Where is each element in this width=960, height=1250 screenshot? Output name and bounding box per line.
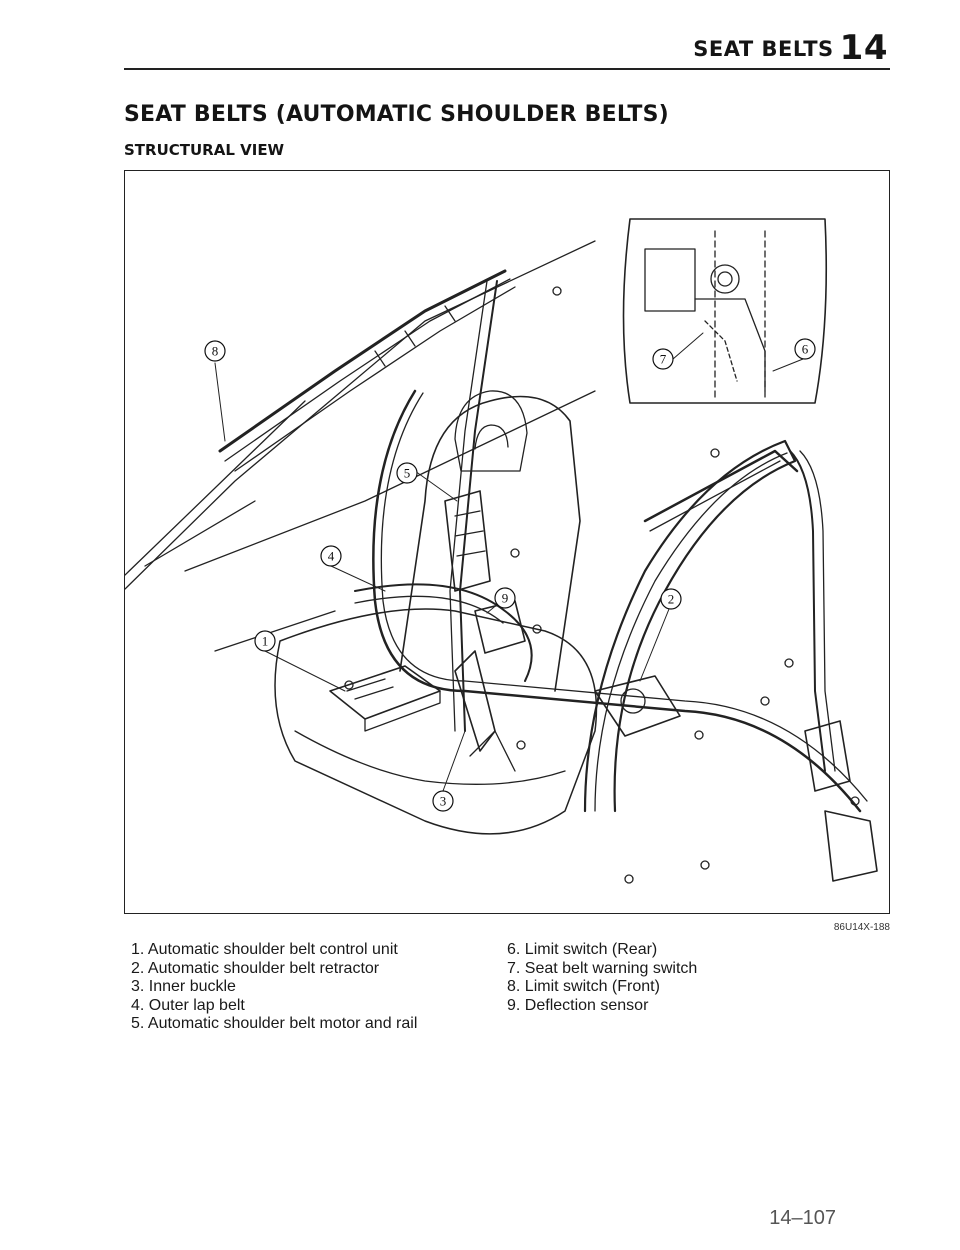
legend-item-1: 1. Automatic shoulder belt control unit bbox=[131, 941, 398, 958]
legend-item-6: 6. Limit switch (Rear) bbox=[507, 941, 658, 958]
rear-door-frame bbox=[583, 439, 797, 813]
lap-belt bbox=[354, 583, 533, 682]
callout-9: 9 bbox=[494, 587, 516, 609]
motor-housing bbox=[444, 490, 491, 592]
inset-detail-border bbox=[622, 218, 828, 404]
figure-code: 86U14X-188 bbox=[833, 922, 890, 933]
seat-belt-illustration: 8 1 2 3 4 5 6 7 bbox=[125, 218, 878, 884]
section-title: SEAT BELTS (AUTOMATIC SHOULDER BELTS) bbox=[124, 102, 669, 127]
callout-8: 8 bbox=[204, 340, 226, 362]
inner-buckle bbox=[454, 650, 496, 752]
rear-rail bbox=[643, 449, 799, 523]
callout-label-6: 6 bbox=[802, 342, 809, 357]
callout-label-1: 1 bbox=[262, 634, 269, 649]
header-section: SEAT BELTS bbox=[693, 37, 834, 61]
legend-item-7: 7. Seat belt warning switch bbox=[507, 959, 698, 977]
legend-right-column: 6. Limit switch (Rear) 7. Seat belt warn… bbox=[507, 941, 697, 1015]
legend-item-9: 9. Deflection sensor bbox=[507, 996, 649, 1014]
header-rule bbox=[124, 68, 890, 70]
callout-label-3: 3 bbox=[440, 794, 447, 809]
legend-item-8: 8. Limit switch (Front) bbox=[507, 978, 660, 995]
control-unit bbox=[329, 665, 441, 720]
callout-2: 2 bbox=[660, 588, 682, 610]
headrest bbox=[454, 390, 528, 472]
callout-3: 3 bbox=[432, 790, 454, 812]
windshield-line bbox=[125, 400, 306, 576]
b-pillar bbox=[459, 280, 498, 732]
front-rail bbox=[218, 269, 507, 453]
callout-4: 4 bbox=[320, 545, 342, 567]
callout-label-7: 7 bbox=[660, 352, 667, 367]
callout-label-4: 4 bbox=[328, 549, 335, 564]
legend-item-5: 5. Automatic shoulder belt motor and rai… bbox=[131, 1015, 418, 1032]
legend-item-3: 3. Inner buckle bbox=[131, 978, 236, 995]
callout-7: 7 bbox=[652, 348, 674, 370]
callout-5: 5 bbox=[396, 462, 418, 484]
subsection-title: STRUCTURAL VIEW bbox=[124, 141, 285, 159]
structural-view-figure: 8 1 2 3 4 5 6 7 bbox=[124, 170, 890, 914]
header-chapter-number: 14 bbox=[839, 28, 888, 68]
legend-left-column: 1. Automatic shoulder belt control unit … bbox=[131, 941, 417, 1034]
callout-label-8: 8 bbox=[212, 344, 219, 359]
deflection-sensor bbox=[474, 600, 526, 654]
page-number: 14–107 bbox=[769, 1207, 836, 1229]
shoulder-belt bbox=[372, 389, 862, 813]
callout-label-9: 9 bbox=[502, 591, 509, 606]
legend-item-2: 2. Automatic shoulder belt retractor bbox=[131, 959, 380, 977]
rear-pillar bbox=[789, 450, 826, 772]
callout-6: 6 bbox=[794, 338, 816, 360]
legend-item-4: 4. Outer lap belt bbox=[131, 996, 245, 1014]
roof-line bbox=[125, 240, 596, 590]
rear-anchor bbox=[824, 810, 878, 882]
retractor bbox=[594, 675, 681, 737]
rear-motor bbox=[804, 720, 851, 792]
callout-1: 1 bbox=[254, 630, 276, 652]
seat-cushion bbox=[274, 608, 598, 835]
callout-label-5: 5 bbox=[404, 466, 411, 481]
callout-label-2: 2 bbox=[668, 592, 675, 607]
seat-back bbox=[399, 395, 581, 692]
